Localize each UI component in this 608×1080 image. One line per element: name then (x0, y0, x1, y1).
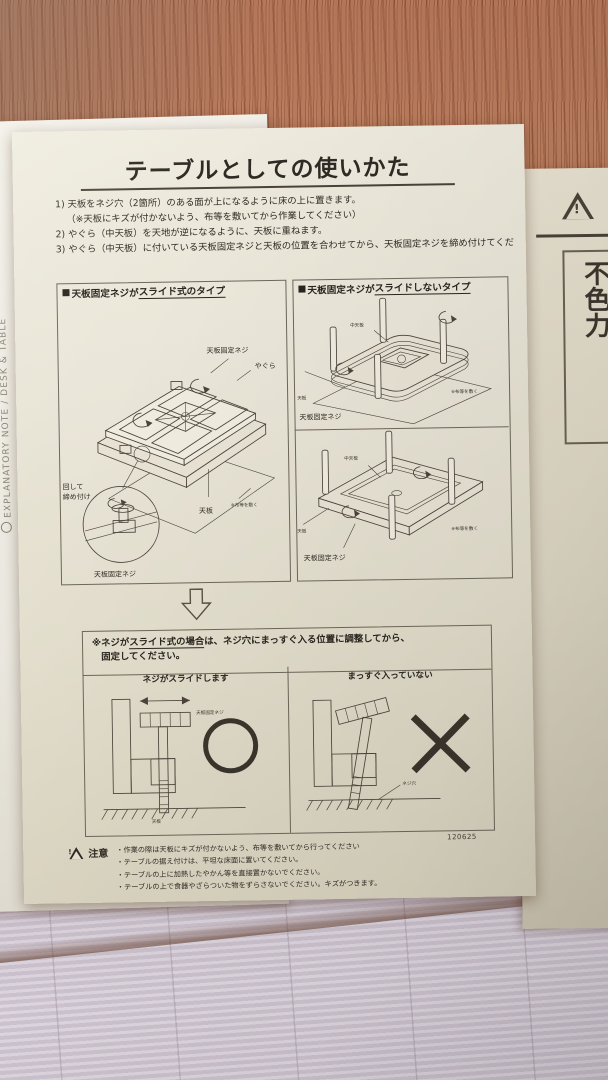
label-turn-line2: 締め付け (63, 492, 91, 501)
down-arrow-icon (180, 588, 212, 621)
square-bullet-icon (62, 289, 70, 297)
label-topboard-left: 天板 (199, 506, 213, 515)
diagram-non-slide-top: 中天板 天板 ※布等を敷く 天板固定ネジ (297, 297, 492, 425)
panel-non-slide-type-heading: 天板固定ネジがスライドしないタイプ (293, 276, 507, 298)
notice-line1-prefix: ※ネジが (91, 637, 130, 649)
caution-heading: 注意 (88, 848, 109, 860)
panel-slide-type: 天板固定ネジがスライド式のタイプ (56, 279, 292, 586)
diagram-screw-tilted: ネジ穴 (306, 696, 471, 811)
notice-correct-case: ネジがスライドします (83, 667, 290, 836)
label-screw-hole: ネジ穴 (402, 780, 416, 787)
label-screw-notice-left: 天板固定ネジ (196, 709, 224, 716)
notice-line1-suffix: は、ネジ穴にまっすぐ入る位置に調整してから、 (204, 632, 410, 648)
notice-line1-underlined: スライド式の場合 (129, 636, 205, 650)
caution-triangle-icon: ! (68, 845, 84, 895)
diagram-screw-slides: 天板固定ネジ 天板 (101, 696, 259, 825)
label-yagura: やぐら (255, 362, 276, 370)
panel-right-heading-underlined: スライドしないタイプ (374, 278, 471, 296)
steps-list: 1) 天板をネジ穴（2箇所）のある面が上になるように床の上に置きます。 （※天板… (55, 190, 514, 257)
label-midboard-top: 中天板 (350, 322, 364, 329)
spine-label: EXPLANATORY NOTE / DESK & TABLE (0, 303, 14, 534)
label-screw-bottom: 天板固定ネジ (304, 553, 346, 563)
label-cloth-bottom: ※布等を敷く (451, 525, 478, 532)
panel-non-slide-type: 天板固定ネジがスライドしないタイプ (292, 276, 514, 582)
panel-left-heading-prefix: 天板固定ネジが (71, 287, 139, 300)
adjacent-sheet-characters: 不色力 (579, 259, 608, 339)
label-topboard-top: 天板 (297, 394, 307, 401)
panel-slide-type-heading: 天板固定ネジがスライド式のタイプ (57, 280, 285, 303)
label-cloth-top: ※布等を敷く (451, 388, 478, 395)
panel-right-heading-prefix: 天板固定ネジが (307, 283, 375, 296)
diagram-slide-type: 天板固定ネジ やぐら ※布等を敷く 天板 回して 締め付け (62, 345, 276, 579)
label-cloth-left: ※布等を敷く (231, 501, 258, 508)
spine-label-text: EXPLANATORY NOTE / DESK & TABLE (0, 317, 14, 518)
label-topboard-bottom: 天板 (297, 527, 307, 534)
label-midboard-bottom: 中天板 (344, 455, 358, 462)
circle-mark-icon (0, 521, 13, 534)
adjacent-sheet-rule (536, 232, 608, 238)
notice-wrong-case: まっすぐ入っていない (287, 663, 494, 833)
square-bullet-icon-2 (298, 285, 306, 293)
warning-triangle-icon: ! (561, 191, 594, 220)
notice-box: ※ネジがスライド式の場合は、ネジ穴にまっすぐ入る位置に調整してから、 固定してく… (81, 624, 495, 838)
diagram-non-slide-bottom: 中天板 天板 ※布等を敷く 天板固定ネジ (297, 430, 484, 563)
caution-block: ! 注意 ・作業の際は天板にキズが付かないよう、布等を敷いてから行ってください … (68, 839, 500, 895)
caution-list: ・作業の際は天板にキズが付かないよう、布等を敷いてから行ってください ・テーブル… (116, 840, 381, 894)
label-screw-top: 天板固定ネジ (299, 412, 341, 422)
instruction-sheet: テーブルとしての使いかた 1) 天板をネジ穴（2箇所）のある面が上になるように床… (11, 124, 537, 904)
panel-left-heading-underlined: スライド式のタイプ (138, 282, 226, 300)
label-turn-line1: 回して (62, 483, 83, 491)
notice-line2: 固定してください。 (101, 650, 186, 663)
label-screw-left: 天板固定ネジ (206, 345, 248, 355)
document-number: 120625 (447, 832, 477, 842)
label-inset-caption: 天板固定ネジ (94, 569, 136, 579)
label-topboard-notice-left: 天板 (152, 818, 162, 825)
page-title: テーブルとしての使いかた (124, 154, 411, 186)
